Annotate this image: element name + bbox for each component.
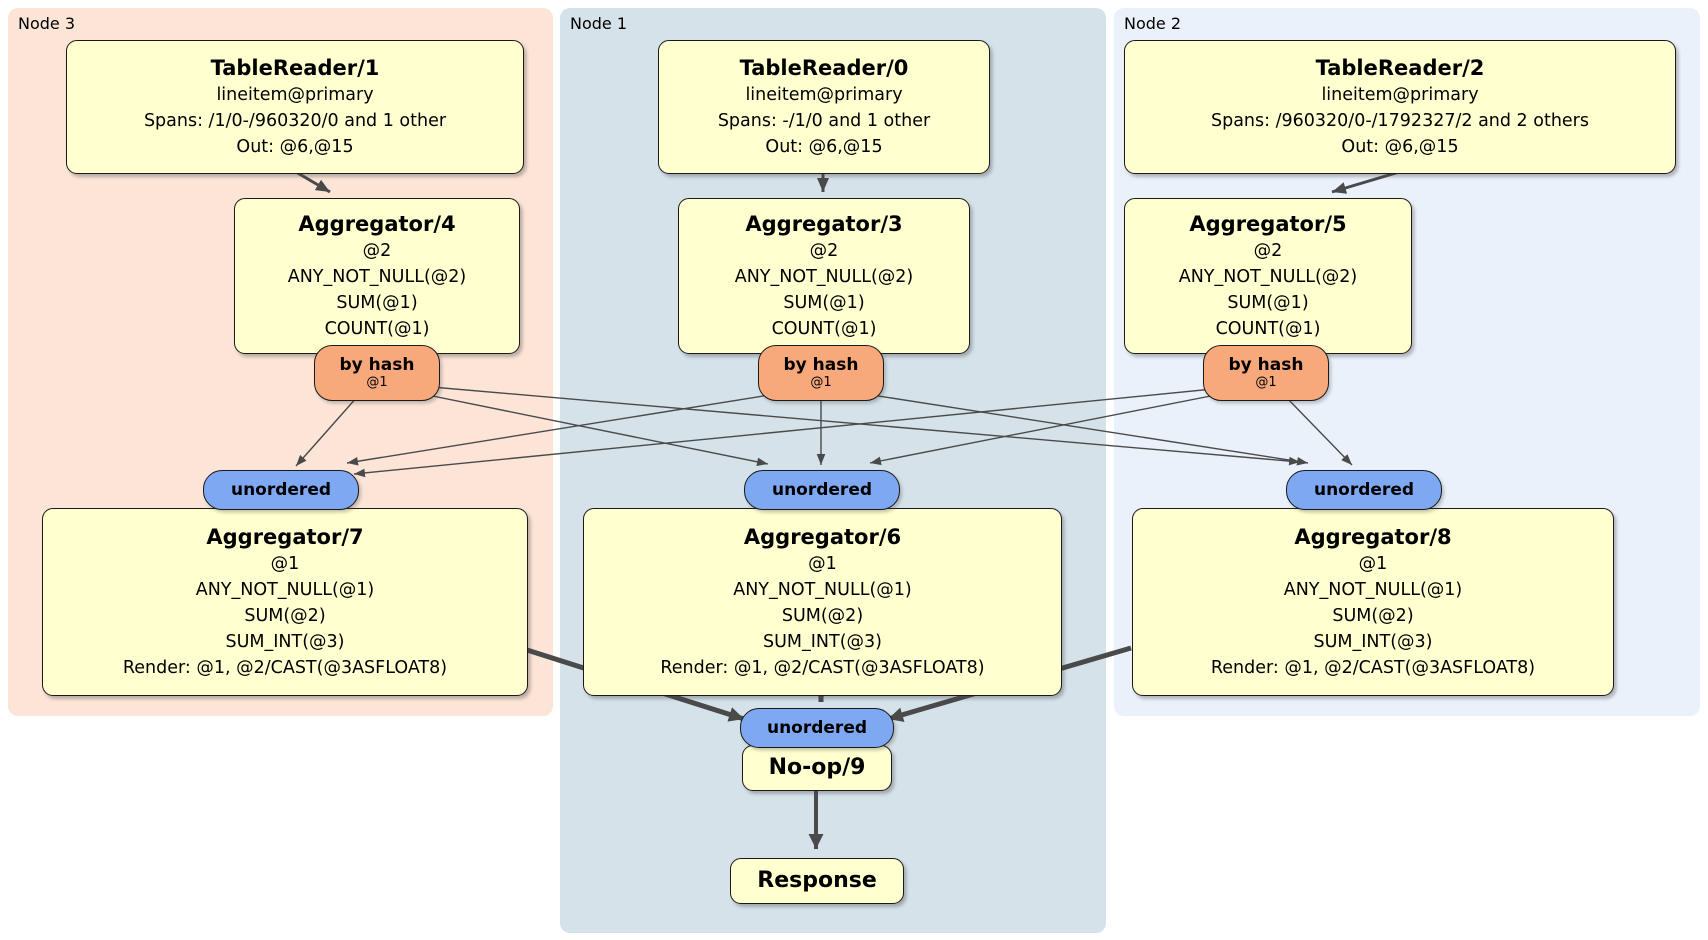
aggregator-6-row: @1 <box>808 554 837 574</box>
byhash-router-node1: by hash @1 <box>758 345 884 401</box>
aggregator-8-row: SUM(@2) <box>1332 606 1414 626</box>
aggregator-5-row: @2 <box>1253 241 1283 261</box>
aggregator-6-row: SUM(@2) <box>781 606 864 626</box>
edge-byhash1-unordered2 <box>852 391 1309 466</box>
aggregator-7-row: SUM(@2) <box>244 606 326 626</box>
table-reader-2-spans: Spans: /960320/0-/1792327/2 and 2 others <box>1210 111 1589 131</box>
aggregator-6-row: Render: @1, @2/CAST(@3ASFLOAT8) <box>660 658 985 678</box>
table-reader-1-out: Out: @6,@15 <box>236 137 354 157</box>
final-unordered-sync-label: unordered <box>766 718 868 738</box>
aggregator-7-title: Aggregator/7 <box>206 525 364 549</box>
table-reader-1-index: lineitem@primary <box>216 85 374 105</box>
byhash-router-node1-key: @1 <box>810 374 832 390</box>
aggregator-8-row: ANY_NOT_NULL(@1) <box>1283 580 1463 600</box>
byhash-router-node3-label: by hash <box>339 354 415 375</box>
aggregator-8-box: Aggregator/8 @1 ANY_NOT_NULL(@1) SUM(@2)… <box>1132 508 1614 696</box>
unordered-sync-node3-label: unordered <box>230 480 332 500</box>
aggregator-5-row: SUM(@1) <box>1227 293 1309 313</box>
aggregator-7-row: @1 <box>270 554 300 574</box>
byhash-router-node1-label: by hash <box>783 354 859 375</box>
aggregator-4-title: Aggregator/4 <box>298 212 456 236</box>
response-box: Response <box>730 858 904 904</box>
table-reader-0-index: lineitem@primary <box>745 85 903 105</box>
unordered-sync-node2-label: unordered <box>1313 480 1415 500</box>
response-label: Response <box>757 868 877 893</box>
table-reader-2-out: Out: @6,@15 <box>1341 137 1459 157</box>
aggregator-4-row: SUM(@1) <box>336 293 418 313</box>
node-region-2-label: Node 2 <box>1124 14 1182 33</box>
unordered-sync-node1: unordered <box>744 470 900 510</box>
table-reader-2-title: TableReader/2 <box>1315 56 1485 80</box>
aggregator-3-row: @2 <box>809 241 839 261</box>
aggregator-5-row: COUNT(@1) <box>1215 319 1321 339</box>
aggregator-8-row: @1 <box>1358 554 1388 574</box>
aggregator-6-title: Aggregator/6 <box>743 525 902 549</box>
aggregator-6-row: SUM_INT(@3) <box>763 632 882 652</box>
unordered-sync-node2: unordered <box>1286 470 1442 510</box>
aggregator-5-box: Aggregator/5 @2 ANY_NOT_NULL(@2) SUM(@1)… <box>1124 198 1412 354</box>
aggregator-7-row: ANY_NOT_NULL(@1) <box>195 580 375 600</box>
aggregator-7-box: Aggregator/7 @1 ANY_NOT_NULL(@1) SUM(@2)… <box>42 508 528 696</box>
aggregator-3-row: ANY_NOT_NULL(@2) <box>734 267 914 287</box>
table-reader-1-spans: Spans: /1/0-/960320/0 and 1 other <box>143 111 447 131</box>
edge-byhash3-unordered1 <box>407 390 769 467</box>
table-reader-0-spans: Spans: -/1/0 and 1 other <box>717 111 931 131</box>
aggregator-7-row: SUM_INT(@3) <box>225 632 345 652</box>
byhash-router-node2-key: @1 <box>1255 374 1277 390</box>
aggregator-4-box: Aggregator/4 @2 ANY_NOT_NULL(@2) SUM(@1)… <box>234 198 520 354</box>
table-reader-1-box: TableReader/1 lineitem@primary Spans: /1… <box>66 40 524 174</box>
table-reader-1-title: TableReader/1 <box>210 56 380 80</box>
edge-tr1-agg4 <box>295 170 331 194</box>
byhash-router-node3: by hash @1 <box>314 345 440 401</box>
aggregator-4-row: COUNT(@1) <box>324 319 430 339</box>
aggregator-5-row: ANY_NOT_NULL(@2) <box>1178 267 1358 287</box>
table-reader-2-box: TableReader/2 lineitem@primary Spans: /9… <box>1124 40 1676 174</box>
table-reader-0-box: TableReader/0 lineitem@primary Spans: -/… <box>658 40 990 174</box>
table-reader-0-title: TableReader/0 <box>739 56 909 80</box>
edge-tr2-agg5 <box>1331 170 1400 194</box>
aggregator-8-title: Aggregator/8 <box>1294 525 1452 549</box>
byhash-router-node2-label: by hash <box>1228 354 1304 375</box>
aggregator-4-row: @2 <box>362 241 392 261</box>
aggregator-8-row: Render: @1, @2/CAST(@3ASFLOAT8) <box>1210 658 1536 678</box>
unordered-sync-node3: unordered <box>203 470 359 510</box>
aggregator-3-title: Aggregator/3 <box>745 212 903 236</box>
edge-byhash2-unordered3 <box>353 386 1234 478</box>
aggregator-5-title: Aggregator/5 <box>1189 212 1347 236</box>
aggregator-3-box: Aggregator/3 @2 ANY_NOT_NULL(@2) SUM(@1)… <box>678 198 970 354</box>
byhash-router-node2: by hash @1 <box>1203 345 1329 401</box>
noop-label: No-op/9 <box>768 755 866 780</box>
aggregator-3-row: SUM(@1) <box>783 293 865 313</box>
noop-box: No-op/9 <box>742 745 892 791</box>
aggregator-3-row: COUNT(@1) <box>771 319 877 339</box>
table-reader-0-out: Out: @6,@15 <box>765 137 883 157</box>
aggregator-8-row: SUM_INT(@3) <box>1313 632 1433 652</box>
aggregator-4-row: ANY_NOT_NULL(@2) <box>287 267 467 287</box>
final-unordered-sync: unordered <box>740 708 894 748</box>
node-region-1-label: Node 1 <box>570 14 628 33</box>
edge-byhash2-unordered2 <box>1284 395 1353 466</box>
aggregator-6-box: Aggregator/6 @1 ANY_NOT_NULL(@1) SUM(@2)… <box>583 508 1062 696</box>
aggregator-6-row: ANY_NOT_NULL(@1) <box>733 580 912 600</box>
edge-byhash3-unordered3 <box>295 395 359 467</box>
byhash-router-node3-key: @1 <box>366 374 388 390</box>
unordered-sync-node1-label: unordered <box>771 480 873 500</box>
aggregator-7-row: Render: @1, @2/CAST(@3ASFLOAT8) <box>122 658 448 678</box>
edge-byhash1-unordered3 <box>346 391 789 466</box>
node-region-3-label: Node 3 <box>18 14 76 33</box>
edge-byhash2-unordered1 <box>869 390 1237 466</box>
table-reader-2-index: lineitem@primary <box>1321 85 1479 105</box>
